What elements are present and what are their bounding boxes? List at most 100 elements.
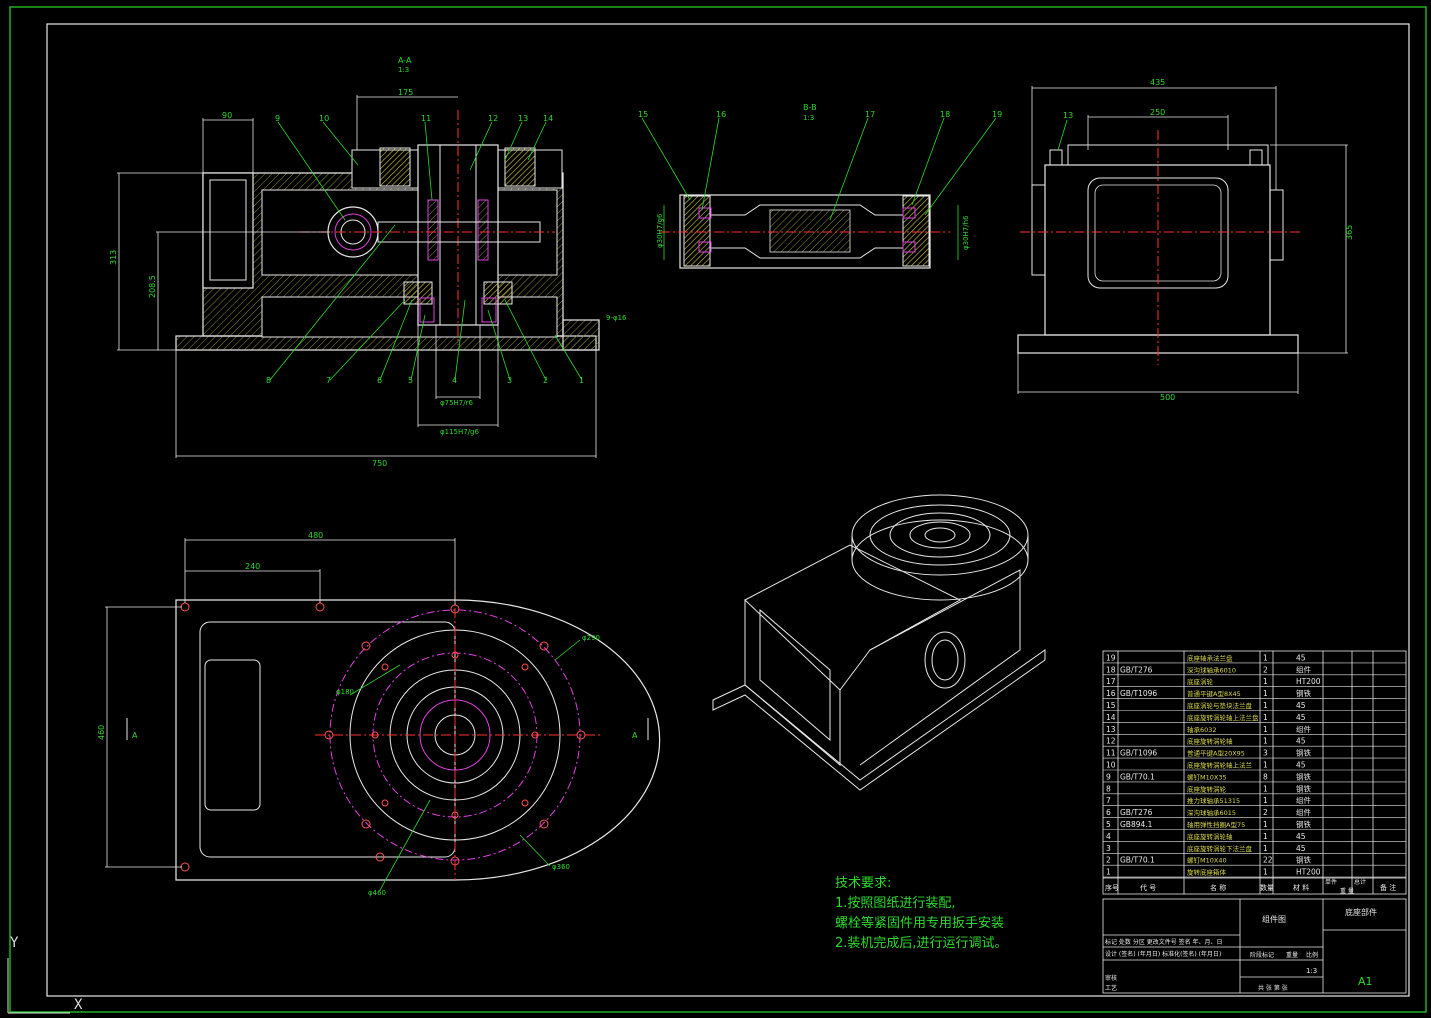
dim-750: 750 [372,459,387,468]
parts-cell-qty: 1 [1263,761,1268,770]
parts-cell-mat: 45 [1296,844,1306,853]
dim-435: 435 [1150,78,1165,87]
parts-cell-name: 底座旋转涡轮轴上法兰 [1187,761,1253,770]
parts-cell-qty: 22 [1263,856,1273,865]
parts-cell-mat: 组件 [1296,664,1312,674]
dim-480: 480 [308,531,323,540]
parts-cell-name: 普通平键A型20X95 [1187,749,1245,758]
parts-cell-mat: 钢铁 [1296,688,1312,698]
balloon-5: 5 [408,376,413,385]
parts-cell-mat: 45 [1296,832,1306,841]
hdr-name: 名 称 [1210,883,1226,892]
parts-cell-mat: 45 [1296,713,1306,722]
parts-cell-no: 9 [1106,772,1111,781]
parts-cell-qty: 2 [1263,665,1268,674]
parts-cell-no: 2 [1106,856,1111,865]
ucs-labels: Y X [10,935,82,1013]
dim-phi75: φ75H7/r6 [440,399,473,407]
review-label: 审核 [1105,974,1117,982]
parts-cell-mat: HT200 [1296,677,1321,686]
balloon-11: 11 [421,114,431,123]
parts-cell-mat: HT200 [1296,868,1321,877]
parts-cell-no: 6 [1106,808,1111,817]
parts-cell-name: 轴用弹性挡圈A型75 [1187,820,1245,829]
dim-365: 365 [1345,225,1354,240]
parts-cell-code: GB/T70.1 [1120,772,1155,781]
worm-shaft-section-view: B-B 1:3 15 16 17 18 19 φ30H7/g6 φ30H7/h6 [638,103,1002,269]
parts-cell-no: 18 [1106,665,1116,674]
parts-cell-no: 7 [1106,796,1111,805]
parts-cell-qty: 3 [1263,749,1268,758]
balloon-14: 14 [543,114,553,123]
dim-90: 90 [222,111,232,120]
parts-cell-no: 19 [1106,653,1116,662]
outer-border [9,6,1427,1013]
hdr-code: 代 号 [1140,883,1156,892]
balloon-8: 8 [266,376,271,385]
dim-313: 313 [109,250,118,265]
arrow-a-right: A [632,731,638,740]
dim-175: 175 [398,88,413,97]
hdr-weight: 重 量 [1340,887,1354,895]
parts-cell-no: 16 [1106,689,1116,698]
balloon-10: 10 [319,114,329,123]
hdr-qty: 数量 [1260,883,1274,892]
inner-border [46,23,1410,997]
parts-cell-mat: 钢铁 [1296,855,1312,865]
hdr-no: 序号 [1105,883,1119,892]
balloon-2: 2 [543,376,548,385]
parts-cell-name: 轴承6032 [1187,725,1217,734]
sheet-info: 共 张 第 张 [1258,984,1288,992]
parts-cell-code: GB894.1 [1120,820,1153,829]
parts-cell-name: 推力球轴承51315 [1187,796,1240,805]
stage-mark: 阶段标记 [1250,951,1274,959]
parts-cell-qty: 1 [1263,820,1268,829]
parts-cell-mat: 组件 [1296,724,1312,734]
process-label: 工艺 [1105,984,1117,992]
parts-cell-name: 螺钉M10X35 [1187,772,1227,781]
dim-holes: 9-φ16 [606,314,627,322]
parts-cell-qty: 2 [1263,808,1268,817]
parts-cell-no: 3 [1106,844,1111,853]
parts-header: 序号 代 号 名 称 数量 材 料 单件 总计 重 量 备 注 [1105,878,1396,895]
bb-scale: 1:3 [803,114,814,122]
parts-cell-name: 底座轴承法兰盘 [1187,653,1233,662]
aa-title: A-A [398,56,412,65]
parts-cell-code: GB/T276 [1120,808,1153,817]
dim-250: 250 [1150,108,1165,117]
tech-title: 技术要求: [835,876,892,891]
design-row: 设计 (签名) (年月日) 标准化(签名) (年月日) [1105,950,1221,958]
parts-cell-no: 12 [1106,737,1116,746]
technical-requirements: 技术要求: 1.按照图纸进行装配, 螺栓等紧固件用专用扳手安装 2.装机完成后,… [835,874,1008,954]
drawing-title: 组件图 [1262,914,1286,924]
parts-cell-qty: 1 [1263,689,1268,698]
balloon-13-side: 13 [1063,111,1073,120]
balloon-18: 18 [940,110,950,119]
parts-cell-no: 14 [1106,713,1116,722]
parts-cell-qty: 1 [1263,713,1268,722]
ucs-y: Y [10,935,19,951]
balloon-7: 7 [326,376,331,385]
balloon-6: 6 [377,376,382,385]
parts-cell-qty: 1 [1263,737,1268,746]
parts-cell-name: 旋转底座箱体 [1187,868,1227,877]
part-name: 底座部件 [1345,907,1377,917]
balloon-19: 19 [992,110,1002,119]
ucs-x: X [74,997,83,1013]
aa-scale: 1:3 [398,66,409,74]
balloon-16: 16 [716,110,726,119]
tech-line1: 1.按照图纸进行装配, [835,896,956,911]
parts-cell-no: 17 [1106,677,1116,686]
tech-line3: 2.装机完成后,进行运行调试。 [835,936,1008,951]
arrow-a-left: A [132,731,138,740]
parts-cell-name: 深沟球轴承6015 [1187,808,1236,817]
hdr-total: 总计 [1354,878,1366,886]
dim-phi115: φ115H7/g6 [440,428,479,436]
dim-460: 460 [97,725,106,740]
isometric-view [712,494,1046,791]
parts-cell-qty: 1 [1263,701,1268,710]
parts-cell-qty: 1 [1263,677,1268,686]
parts-cell-qty: 1 [1263,844,1268,853]
parts-cell-mat: 组件 [1296,807,1312,817]
